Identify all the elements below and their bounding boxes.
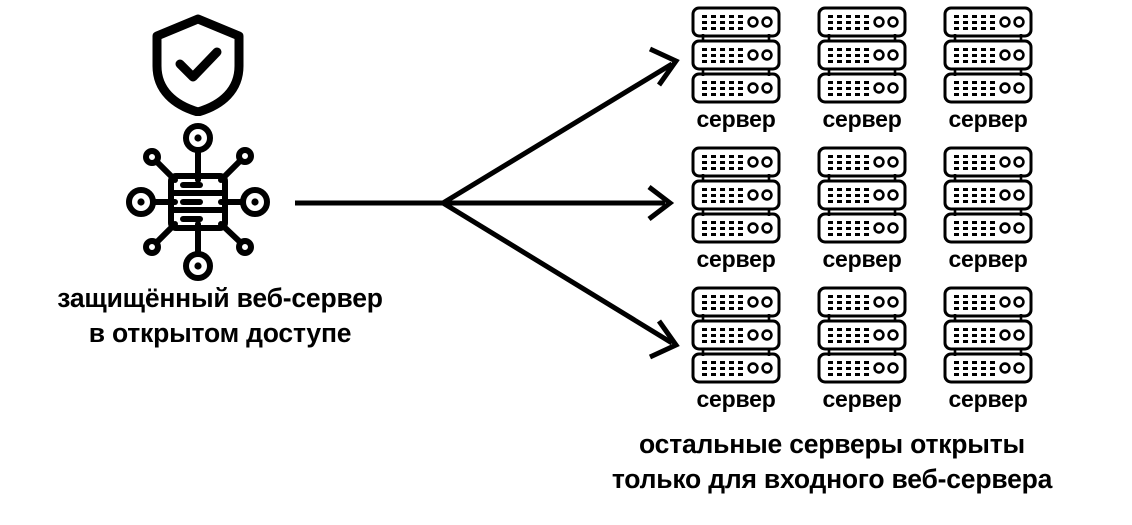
left-caption-line-2: в открытом доступе bbox=[88, 318, 352, 348]
server-cell-r3c3[interactable]: сервер bbox=[928, 286, 1048, 426]
server-rack-icon bbox=[943, 6, 1033, 104]
server-cell-r3c2[interactable]: сервер bbox=[802, 286, 922, 426]
server-label: сервер bbox=[696, 106, 776, 132]
network-hub-icon bbox=[113, 122, 283, 282]
server-label: сервер bbox=[948, 246, 1028, 272]
server-label: сервер bbox=[948, 386, 1028, 412]
arrow-to-row-3-line bbox=[441, 200, 674, 346]
left-caption-line-1: защищённый веб-сервер bbox=[57, 283, 383, 313]
arrow-to-row-2-head bbox=[647, 185, 675, 221]
bottom-caption: остальные серверы открыты только для вхо… bbox=[532, 427, 1132, 497]
server-rack-icon bbox=[817, 146, 907, 244]
server-rack-icon bbox=[943, 146, 1033, 244]
server-label: сервер bbox=[822, 106, 902, 132]
server-rack-icon bbox=[691, 286, 781, 384]
arrow-to-row-1-head bbox=[648, 46, 680, 87]
server-cell-r2c2[interactable]: сервер bbox=[802, 146, 922, 286]
server-label: сервер bbox=[696, 246, 776, 272]
server-rack-icon bbox=[691, 146, 781, 244]
server-rack-icon bbox=[943, 286, 1033, 384]
server-cell-r1c2[interactable]: сервер bbox=[802, 6, 922, 146]
server-cell-r1c1[interactable]: сервер bbox=[676, 6, 796, 146]
server-rack-icon bbox=[817, 6, 907, 104]
arrow-to-row-3-head bbox=[648, 319, 680, 360]
bottom-caption-line-1: остальные серверы открыты bbox=[639, 429, 1025, 459]
server-cell-r2c1[interactable]: сервер bbox=[676, 146, 796, 286]
server-grid: сервер bbox=[676, 6, 1036, 426]
server-rack-icon bbox=[691, 6, 781, 104]
server-cell-r2c3[interactable]: сервер bbox=[928, 146, 1048, 286]
server-cell-r1c3[interactable]: сервер bbox=[928, 6, 1048, 146]
server-rack-icon bbox=[817, 286, 907, 384]
server-label: сервер bbox=[822, 386, 902, 412]
server-label: сервер bbox=[948, 106, 1028, 132]
left-node-caption: защищённый веб-сервер в открытом доступе bbox=[0, 281, 440, 351]
shield-check-icon bbox=[150, 14, 246, 117]
arrow-to-row-1-line bbox=[441, 61, 674, 206]
server-label: сервер bbox=[696, 386, 776, 412]
bottom-caption-line-2: только для входного веб-сервера bbox=[611, 464, 1053, 494]
server-cell-r3c1[interactable]: сервер bbox=[676, 286, 796, 426]
server-label: сервер bbox=[822, 246, 902, 272]
